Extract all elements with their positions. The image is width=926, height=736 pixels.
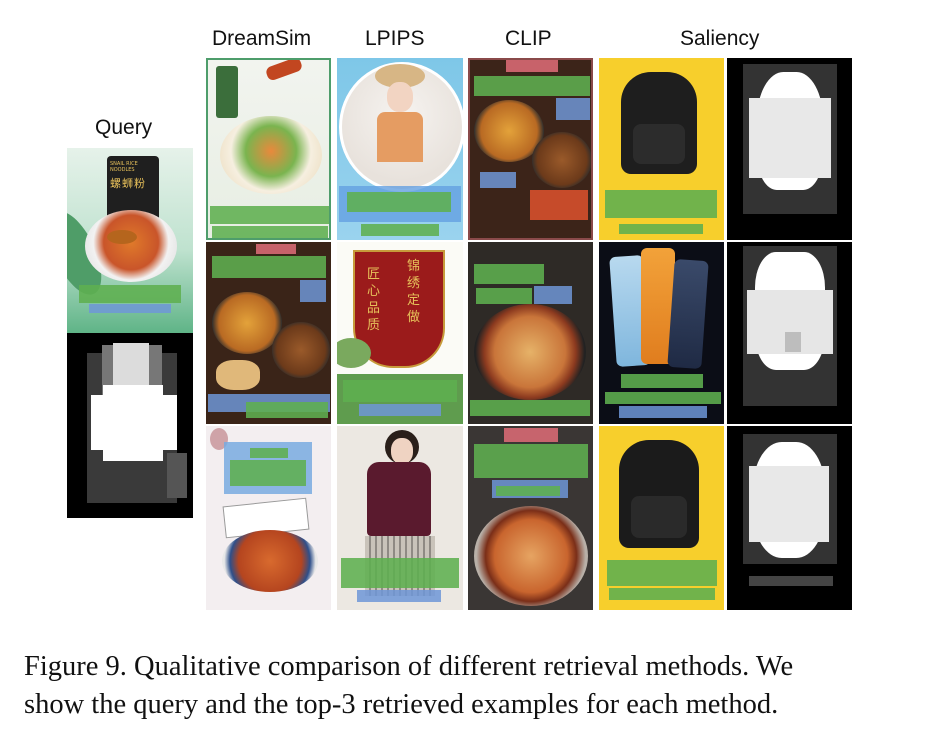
header-query: Query bbox=[95, 116, 153, 139]
text-box-blue bbox=[619, 406, 707, 418]
lpips-result-3 bbox=[337, 426, 463, 610]
plant-leaves bbox=[337, 338, 371, 368]
text-box-blue bbox=[556, 98, 590, 120]
text-box-green bbox=[605, 190, 717, 218]
text-box-green bbox=[210, 206, 329, 224]
text-box-pink bbox=[256, 244, 296, 254]
saliency-blob bbox=[749, 466, 829, 542]
shirt bbox=[367, 462, 431, 536]
dreamsim-result-1 bbox=[206, 58, 331, 240]
saliency-haze bbox=[785, 332, 801, 352]
package-label: SNAIL RICE NOODLES bbox=[110, 161, 138, 173]
text-box-green bbox=[347, 192, 451, 212]
saliency-result-2 bbox=[599, 242, 724, 424]
query-saliency-map bbox=[67, 333, 193, 518]
banner-text-right: 锦 绣 定 做 bbox=[407, 259, 421, 325]
backpack-pocket bbox=[631, 496, 687, 538]
phone-dark bbox=[667, 258, 709, 370]
header-lpips: LPIPS bbox=[365, 27, 425, 50]
noodle-bowl bbox=[222, 530, 318, 592]
saliency-result-1 bbox=[599, 58, 724, 240]
saliency-haze bbox=[167, 453, 187, 498]
peanuts bbox=[107, 230, 137, 244]
text-box-green bbox=[230, 460, 306, 486]
clip-result-1 bbox=[468, 58, 593, 240]
noodle-bowl bbox=[85, 210, 177, 282]
header-dreamsim: DreamSim bbox=[212, 27, 312, 50]
saliency-blob bbox=[103, 385, 163, 461]
caption-line-1: Figure 9. Qualitative comparison of diff… bbox=[24, 651, 794, 682]
figure-caption: Figure 9. Qualitative comparison of diff… bbox=[24, 648, 914, 724]
text-box-blue bbox=[89, 304, 171, 313]
lpips-result-2: 匠 心 品 质 锦 绣 定 做 bbox=[337, 242, 463, 424]
food-bowl bbox=[272, 322, 330, 378]
backpack-pocket bbox=[633, 124, 685, 164]
clip-result-2 bbox=[468, 242, 593, 424]
saliency-haze bbox=[749, 576, 833, 586]
food-bowl bbox=[532, 132, 591, 188]
text-box-green bbox=[343, 380, 457, 402]
food-bowl bbox=[212, 292, 282, 354]
text-box-blue bbox=[534, 286, 572, 304]
saliency-blob bbox=[113, 343, 149, 388]
dreamsim-result-2 bbox=[206, 242, 331, 424]
text-box-green bbox=[470, 400, 590, 416]
saliency-result-3 bbox=[599, 426, 724, 610]
noodle-bowl bbox=[474, 506, 588, 606]
text-box-blue bbox=[300, 280, 326, 302]
text-box-green bbox=[341, 558, 459, 588]
text-box-green bbox=[621, 374, 703, 388]
cartoon-figure bbox=[210, 428, 228, 450]
text-box-green bbox=[607, 560, 717, 586]
text-box-blue bbox=[480, 172, 516, 188]
text-box-blue bbox=[357, 590, 441, 602]
face bbox=[391, 438, 413, 464]
text-box-green bbox=[250, 448, 288, 458]
sauce-bottle bbox=[216, 66, 238, 118]
text-box-green bbox=[609, 588, 715, 600]
dreamsim-result-3 bbox=[206, 426, 331, 610]
package-name: 螺蛳粉 bbox=[110, 177, 146, 190]
top bbox=[377, 112, 423, 162]
face bbox=[387, 82, 413, 112]
text-box-pink bbox=[504, 428, 558, 442]
saliency-map-2 bbox=[727, 242, 852, 424]
text-box-green bbox=[474, 444, 588, 478]
noodle-bowl bbox=[474, 304, 586, 400]
text-box-green bbox=[619, 224, 703, 234]
saliency-map-1 bbox=[727, 58, 852, 240]
text-box-green bbox=[212, 256, 326, 278]
caption-line-2: show the query and the top-3 retrieved e… bbox=[24, 689, 779, 720]
query-image: SNAIL RICE NOODLES 螺蛳粉 bbox=[67, 148, 193, 333]
text-box-green bbox=[474, 264, 544, 284]
saliency-blob bbox=[749, 98, 831, 178]
clip-result-3 bbox=[468, 426, 593, 610]
eggs bbox=[216, 360, 260, 390]
header-clip: CLIP bbox=[505, 27, 552, 50]
text-box-green bbox=[246, 402, 328, 418]
text-box-green bbox=[212, 226, 328, 238]
text-box-green bbox=[605, 392, 721, 404]
lpips-result-1 bbox=[337, 58, 463, 240]
header-saliency: Saliency bbox=[680, 27, 760, 50]
saliency-map-3 bbox=[727, 426, 852, 610]
text-box-pink bbox=[506, 60, 558, 72]
packets bbox=[530, 190, 588, 220]
text-box-green bbox=[496, 486, 560, 496]
salad-plate bbox=[220, 116, 322, 194]
text-box-green bbox=[361, 224, 439, 236]
text-box-green bbox=[79, 285, 181, 303]
text-box-blue bbox=[359, 404, 441, 416]
banner-text-left: 匠 心 品 质 bbox=[367, 267, 381, 333]
text-box-green bbox=[476, 288, 532, 304]
pour-bottle bbox=[264, 60, 304, 82]
text-box-green bbox=[474, 76, 590, 96]
